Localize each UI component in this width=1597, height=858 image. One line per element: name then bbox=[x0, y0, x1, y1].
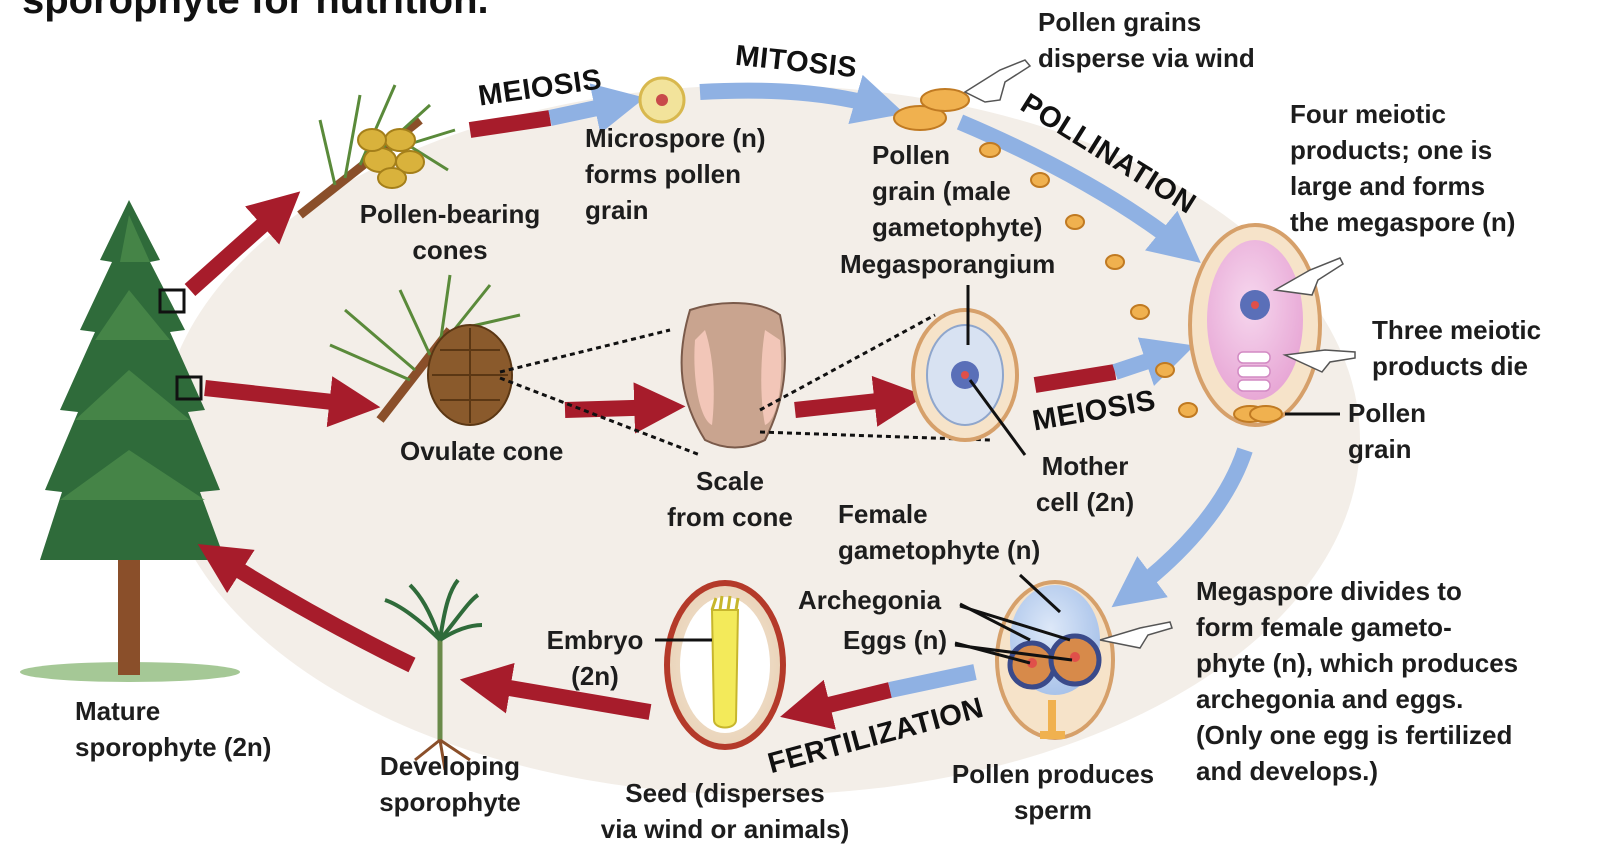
pointing-hand-top bbox=[965, 60, 1030, 102]
page-title-fragment: sporophyte for nutrition. bbox=[22, 0, 489, 23]
developing-sporophyte-label: Developing sporophyte bbox=[360, 748, 540, 820]
pollen-grain-right-label: Pollen grain bbox=[1348, 395, 1426, 467]
ovulate-cone-label: Ovulate cone bbox=[400, 433, 563, 469]
four-meiotic-products-label: Four meiotic products; one is large and … bbox=[1290, 96, 1515, 240]
scale-from-cone-illustration bbox=[682, 303, 785, 447]
microspore-illustration bbox=[640, 78, 684, 122]
embryo-label: Embryo (2n) bbox=[535, 622, 655, 694]
microspore-label: Microspore (n) forms pollen grain bbox=[585, 120, 766, 228]
archegonia-label: Archegonia bbox=[798, 582, 941, 618]
seed-label: Seed (disperses via wind or animals) bbox=[580, 775, 870, 847]
megaspore-divides-label: Megaspore divides to form female gameto-… bbox=[1196, 573, 1518, 789]
three-meiotic-products-label: Three meiotic products die bbox=[1372, 312, 1541, 384]
pollen-disperse-label: Pollen grains disperse via wind bbox=[1038, 4, 1255, 76]
female-gametophyte-label: Female gametophyte (n) bbox=[838, 496, 1040, 568]
pollen-produces-sperm-label: Pollen produces sperm bbox=[938, 756, 1168, 828]
pollen-grain-male-label: Pollen grain (male gametophyte) bbox=[872, 137, 1042, 245]
scale-from-cone-label: Scale from cone bbox=[650, 463, 810, 535]
megasporangium-label: Megasporangium bbox=[840, 246, 1055, 282]
pollen-bearing-cones-label: Pollen-bearing cones bbox=[350, 196, 550, 268]
eggs-label: Eggs (n) bbox=[843, 622, 947, 658]
mature-sporophyte-label: Mature sporophyte (2n) bbox=[75, 693, 271, 765]
